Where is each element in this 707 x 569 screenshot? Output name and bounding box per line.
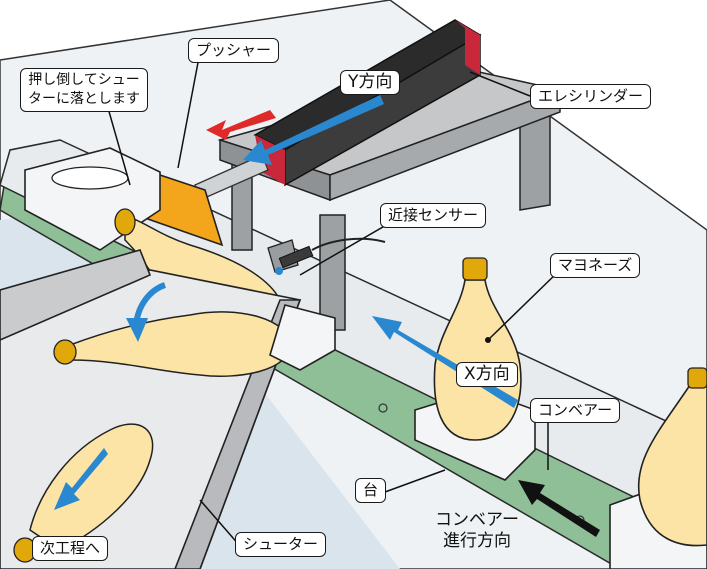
bottle-right [637, 384, 707, 547]
label-proximity-sensor: 近接センサー [380, 203, 487, 228]
mayonnaise-bottle [433, 279, 522, 441]
label-x-direction: X方向 [456, 362, 518, 387]
label-chute: シューター [235, 532, 327, 557]
y-direction-arrow [243, 95, 384, 165]
leader-line [487, 269, 561, 341]
leader-line [299, 219, 396, 276]
label-pusher: プッシャー [188, 38, 280, 63]
stand-center [269, 304, 336, 371]
red-arrow [206, 110, 276, 140]
bottle-sliding [29, 423, 154, 551]
leader-line [384, 469, 446, 493]
cylinder-end-accent [455, 20, 480, 75]
label-push-note: 押し倒してシュー ターに落とします [20, 68, 148, 112]
bottle-right-cap [687, 367, 707, 389]
sensor-cable [311, 237, 386, 251]
label-conveyor-direction: コンベアー 進行方向 [435, 510, 519, 551]
label-stand: 台 [355, 478, 387, 503]
label-electric-cylinder: エレシリンダー [530, 84, 652, 109]
leader-line [199, 499, 241, 547]
stand-left-hole [51, 166, 129, 190]
proximity-sensor [278, 245, 314, 269]
bottle-cap [114, 208, 136, 236]
fall-arrow-head [126, 318, 148, 342]
chute-wall-left [0, 249, 152, 341]
leader-line [469, 71, 531, 97]
table-side [329, 88, 561, 202]
leader-line [177, 51, 201, 169]
label-mayonnaise: マヨネーズ [550, 253, 641, 278]
label-y-direction: Y方向 [340, 70, 401, 95]
sensor-lens [275, 267, 283, 275]
chute-arrow [54, 448, 108, 510]
label-next-process: 次工程へ [32, 536, 109, 561]
label-conveyor: コンベアー [530, 398, 621, 423]
conveyor-direction-arrow [518, 480, 600, 537]
leader-line [107, 107, 131, 186]
mayonnaise-cap [462, 257, 488, 281]
conveyor-bolt [378, 403, 388, 413]
bottle-cap [53, 339, 77, 365]
table-leg [319, 214, 346, 331]
